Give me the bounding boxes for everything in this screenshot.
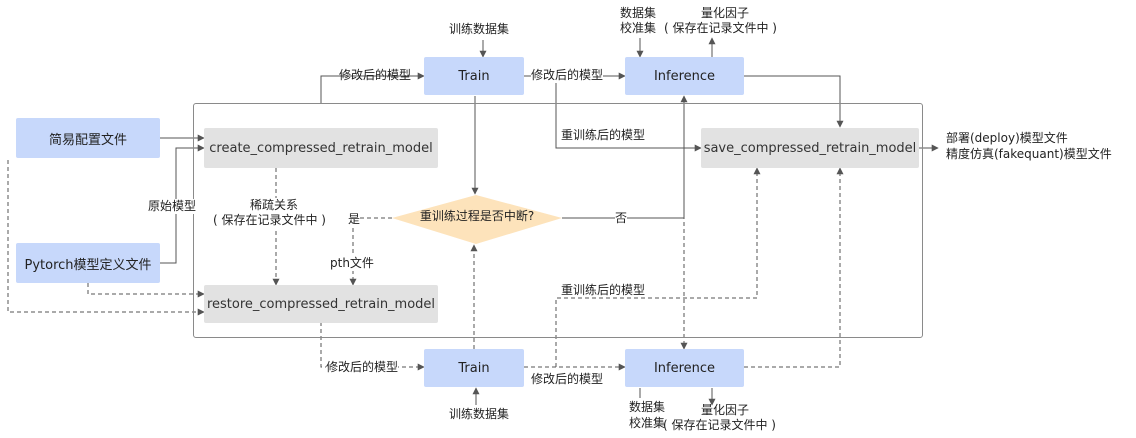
no-label: 否 bbox=[615, 211, 628, 226]
calib-top-label: 校准集 bbox=[620, 21, 657, 35]
pth-file-label: pth文件 bbox=[330, 256, 374, 271]
pytorch-file-box: Pytorch模型定义文件 bbox=[16, 243, 160, 283]
quant-top-label: 量化因子 bbox=[701, 6, 750, 20]
modified-model-label-1: 修改后的模型 bbox=[339, 68, 412, 82]
quant-bottom-label: 量化因子 bbox=[701, 403, 750, 417]
train-dataset-top-label: 训练数据集 bbox=[449, 22, 510, 36]
decision-diamond bbox=[392, 195, 562, 244]
restore-model-box: restore_compressed_retrain_model bbox=[204, 285, 438, 323]
create-model-box: create_compressed_retrain_model bbox=[204, 128, 438, 168]
sparse-relation-label: 稀疏关系 bbox=[250, 198, 299, 213]
save-model-box: save_compressed_retrain_model bbox=[701, 128, 919, 168]
sparse-relation-note: ( 保存在记录文件中 ) bbox=[213, 213, 326, 228]
retrain-frame bbox=[193, 103, 923, 338]
retrained-model-top-label: 重训练后的模型 bbox=[561, 128, 646, 142]
yes-label: 是 bbox=[348, 212, 361, 227]
retrained-model-bottom-label: 重训练后的模型 bbox=[561, 283, 646, 297]
quant-bottom-note: ( 保存在记录文件中 ) bbox=[663, 418, 776, 432]
quant-top-note: ( 保存在记录文件中 ) bbox=[664, 21, 777, 35]
modified-model-label-2: 修改后的模型 bbox=[531, 68, 604, 83]
inference-top-box: Inference bbox=[625, 57, 744, 95]
inference-bottom-box: Inference bbox=[625, 349, 744, 387]
train-bottom-box: Train bbox=[424, 349, 524, 387]
train-dataset-bottom-label: 训练数据集 bbox=[449, 407, 510, 421]
output-fakequant-label: 精度仿真(fakequant)模型文件 bbox=[946, 147, 1112, 161]
train-top-box: Train bbox=[424, 57, 524, 95]
decision-label: 重训练过程是否中断? bbox=[419, 209, 535, 223]
dataset-bottom-label: 数据集 bbox=[629, 400, 666, 414]
dataset-top-label: 数据集 bbox=[620, 6, 657, 20]
modified-model-label-4: 修改后的模型 bbox=[531, 372, 604, 386]
output-deploy-label: 部署(deploy)模型文件 bbox=[946, 131, 1068, 145]
original-model-label: 原始模型 bbox=[148, 199, 197, 214]
config-file-box: 简易配置文件 bbox=[16, 118, 160, 158]
modified-model-label-3: 修改后的模型 bbox=[326, 360, 399, 375]
calib-bottom-label: 校准集 bbox=[629, 416, 666, 430]
